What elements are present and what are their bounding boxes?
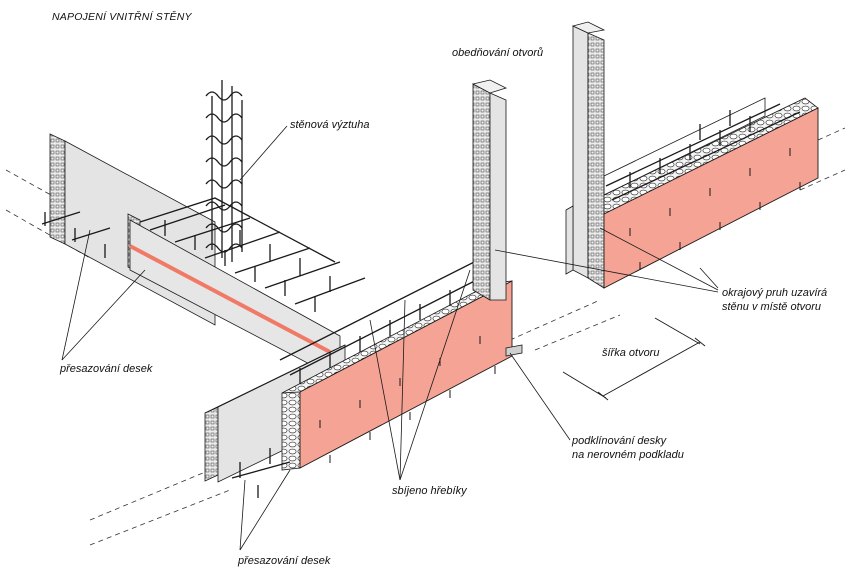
label-wedging-2: na nerovném podkladu	[572, 449, 684, 461]
diagram-title: NAPOJENÍ VNITŘNÍ STĚNY	[52, 10, 193, 23]
label-edge-strip-2: stěnu v místě otvoru	[722, 301, 821, 313]
right-wall-rebar	[605, 103, 801, 201]
label-board-offset-left: přesazování desek	[59, 363, 153, 375]
red-stripe	[129, 244, 331, 354]
opening-width-dimension	[562, 317, 706, 401]
opening-framing-board-right	[565, 21, 606, 289]
nail-marks-right	[629, 148, 801, 270]
label-edge-strip-1: okrajový pruh uzavírá	[722, 287, 827, 299]
opening-framing-board-middle	[471, 79, 508, 301]
label-wall-reinforcement: stěnová výztuha	[290, 119, 370, 131]
leader-lines	[61, 125, 719, 551]
label-opening-width: šířka otvoru	[602, 347, 659, 359]
right-wall-section	[603, 97, 819, 289]
label-nailed: sbíjeno hřebíky	[392, 485, 468, 497]
left-wall-rebar	[41, 197, 366, 312]
front-wall-main	[281, 280, 513, 471]
left-wall-front-board	[127, 213, 341, 381]
dashed-axis-lines	[5, 127, 846, 546]
label-board-offset-bottom: přesazování desek	[237, 555, 331, 567]
nail-marks-front	[319, 336, 496, 463]
label-wedging-1: podklínování desky	[571, 435, 668, 447]
label-opening-framing: obedňování otvorů	[452, 47, 543, 59]
vertical-reinforcement-cage	[205, 80, 243, 262]
